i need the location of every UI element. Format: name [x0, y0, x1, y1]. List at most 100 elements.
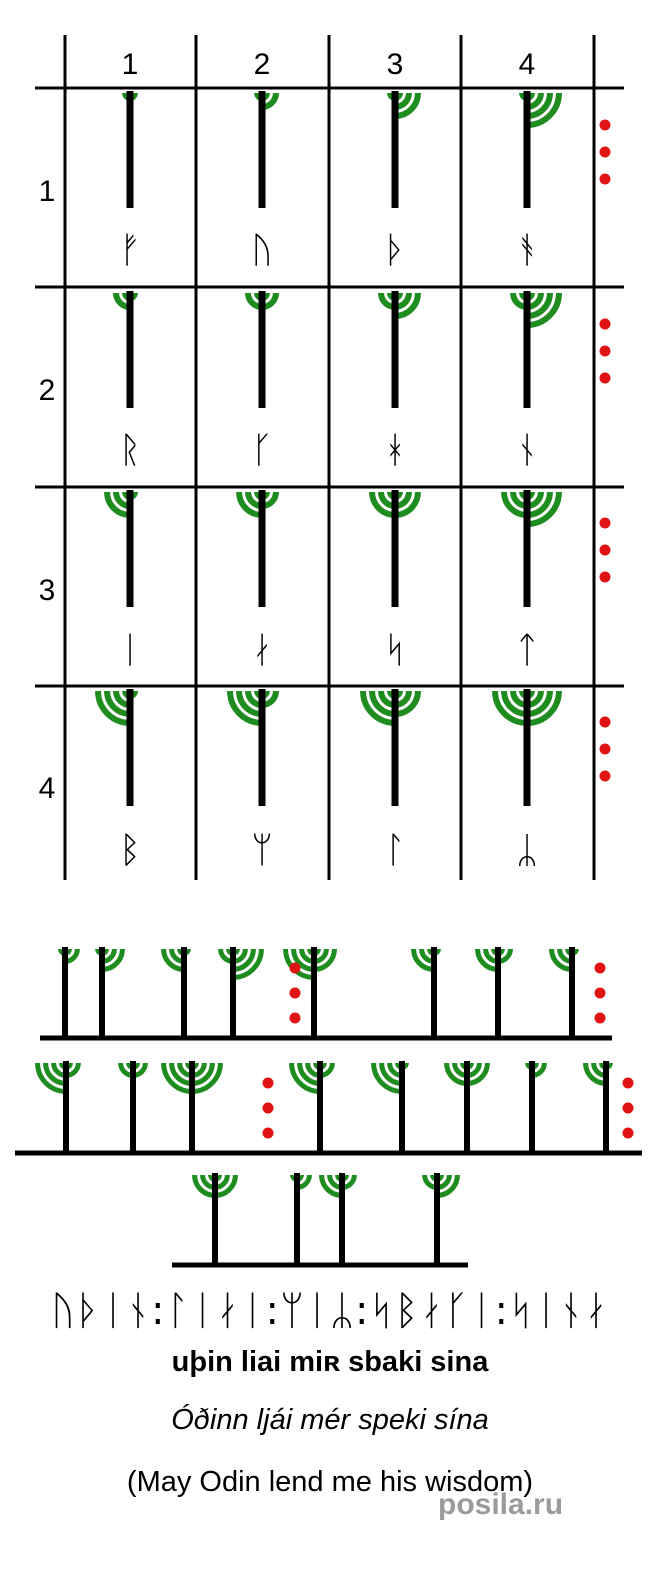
- inscription-line-2-rune-2: [118, 1061, 148, 1153]
- branch-arc: [236, 690, 263, 717]
- tree-rune-3-1: [104, 490, 138, 607]
- rune-3-3: ᛋ: [384, 630, 406, 671]
- inscription-line-2-rune-4: [289, 1061, 335, 1153]
- inscription-line-1-rune-4: [218, 947, 264, 1038]
- rune-2-1: ᚱ: [119, 430, 141, 471]
- rune-2-3: ᚼ: [384, 430, 406, 471]
- tree-rune-3-3: [369, 490, 421, 607]
- english-translation: (May Odin lend me his wisdom): [126, 1466, 534, 1498]
- grid-trees: [95, 91, 562, 806]
- branch-arc: [526, 292, 553, 319]
- separator-dot: [599, 119, 611, 131]
- tree-rune-inscription: [15, 947, 642, 1268]
- tree-rune-2-2: [245, 291, 279, 408]
- inscription-line-2-rune-8: [583, 1061, 613, 1153]
- branch-arc: [526, 292, 562, 328]
- separator-dot: [262, 1127, 274, 1139]
- column-header-1: 1: [122, 48, 139, 81]
- separator-dot: [289, 962, 301, 974]
- tree-rune-1-1: [122, 91, 138, 208]
- rune-1-1: ᚠ: [119, 230, 141, 271]
- branch-arc: [526, 690, 553, 717]
- inscription-line-1-rune-8: [549, 947, 579, 1038]
- tree-rune-2-1: [113, 291, 138, 408]
- runic-inscription: ᚢᚦᛁᚾ:ᛚᛁᛅᛁ:ᛘᛁᛦ:ᛋᛒᛅᚴᛁ:ᛋᛁᚾᛅ: [51, 1288, 609, 1334]
- tree-rune-3-2: [236, 490, 279, 607]
- branch-arc: [501, 491, 528, 518]
- tree-rune-2-4: [510, 291, 562, 408]
- rune-1-3: ᚦ: [384, 230, 406, 271]
- separator-dot: [594, 962, 606, 974]
- separator-dot: [599, 571, 611, 583]
- column-header-3: 3: [387, 48, 404, 81]
- inscription-line-2-rune-7: [525, 1061, 547, 1153]
- branch-arc: [161, 1062, 193, 1094]
- tree-rune-2-3: [378, 291, 421, 408]
- separator-dot: [599, 318, 611, 330]
- branch-arc: [526, 690, 562, 726]
- inscription-line-3-rune-3: [319, 1173, 357, 1265]
- rune-1-4: ᚬ: [516, 230, 538, 271]
- separator-dot: [599, 716, 611, 728]
- grid-lines: [35, 35, 624, 880]
- tree-rune-4-4: [492, 689, 562, 806]
- branch-arc: [369, 690, 396, 717]
- separator-dot: [599, 173, 611, 185]
- separator-dot: [599, 146, 611, 158]
- tree-rune-1-3: [387, 91, 421, 208]
- branch-arc: [526, 92, 553, 119]
- separator-dot: [599, 770, 611, 782]
- inscription-line-2-rune-1: [35, 1061, 81, 1153]
- branch-arc: [104, 690, 131, 717]
- rune-4-4: ᛦ: [516, 830, 538, 871]
- inscription-line-3-rune-2: [290, 1173, 312, 1265]
- inscription-line-2-rune-6: [444, 1061, 490, 1153]
- inscription-line-1-rune-7: [475, 947, 513, 1038]
- branch-arc: [35, 1062, 67, 1094]
- separator-dot: [262, 1077, 274, 1089]
- branch-arc: [394, 92, 421, 119]
- inscription-line-1-rune-6: [411, 947, 441, 1038]
- branch-arc: [104, 491, 131, 518]
- separator-dot: [289, 1012, 301, 1024]
- separator-dot: [599, 544, 611, 556]
- rune-2-4: ᚾ: [516, 430, 538, 471]
- separator-dot: [622, 1102, 634, 1114]
- old-norse-text: Óðinn ljái mér speki sína: [171, 1404, 489, 1436]
- branch-arc: [369, 491, 396, 518]
- separator-dot: [289, 987, 301, 999]
- column-header-2: 2: [254, 48, 271, 81]
- branch-arc: [394, 690, 421, 717]
- transliteration: uþin liai miʀ sbaki sina: [171, 1346, 489, 1378]
- tree-rune-4-3: [360, 689, 421, 806]
- rune-1-2: ᚢ: [251, 230, 273, 271]
- watermark: posila.ru: [438, 1488, 564, 1521]
- rune-2-2: ᚴ: [251, 430, 273, 471]
- branch-arc: [394, 491, 421, 518]
- tree-rune-1-2: [254, 91, 279, 208]
- tree-rune-3-4: [501, 490, 562, 607]
- branch-arc: [501, 690, 528, 717]
- inscription-line-1-rune-2: [95, 947, 125, 1038]
- branch-arc: [232, 948, 264, 980]
- branch-arc: [236, 491, 263, 518]
- branch-arc: [492, 690, 528, 726]
- branch-arc: [526, 92, 562, 128]
- branch-arc: [227, 690, 263, 726]
- rune-4-2: ᛘ: [251, 830, 273, 871]
- row-header-2: 2: [39, 374, 56, 407]
- separator-dot: [599, 743, 611, 755]
- branch-arc: [191, 1062, 223, 1094]
- inscription-line-2-rune-3: [161, 1061, 223, 1153]
- tree-rune-4-1: [95, 689, 138, 806]
- rune-3-1: ᛁ: [119, 630, 141, 671]
- separator-dot: [622, 1077, 634, 1089]
- inscription-line-3-rune-4: [422, 1173, 460, 1265]
- separator-dot: [594, 987, 606, 999]
- row-header-1: 1: [39, 175, 56, 208]
- inscription-line-2-rune-5: [371, 1061, 409, 1153]
- separator-dot: [599, 517, 611, 529]
- row-header-4: 4: [39, 772, 56, 805]
- rune-3-2: ᛅ: [251, 630, 273, 671]
